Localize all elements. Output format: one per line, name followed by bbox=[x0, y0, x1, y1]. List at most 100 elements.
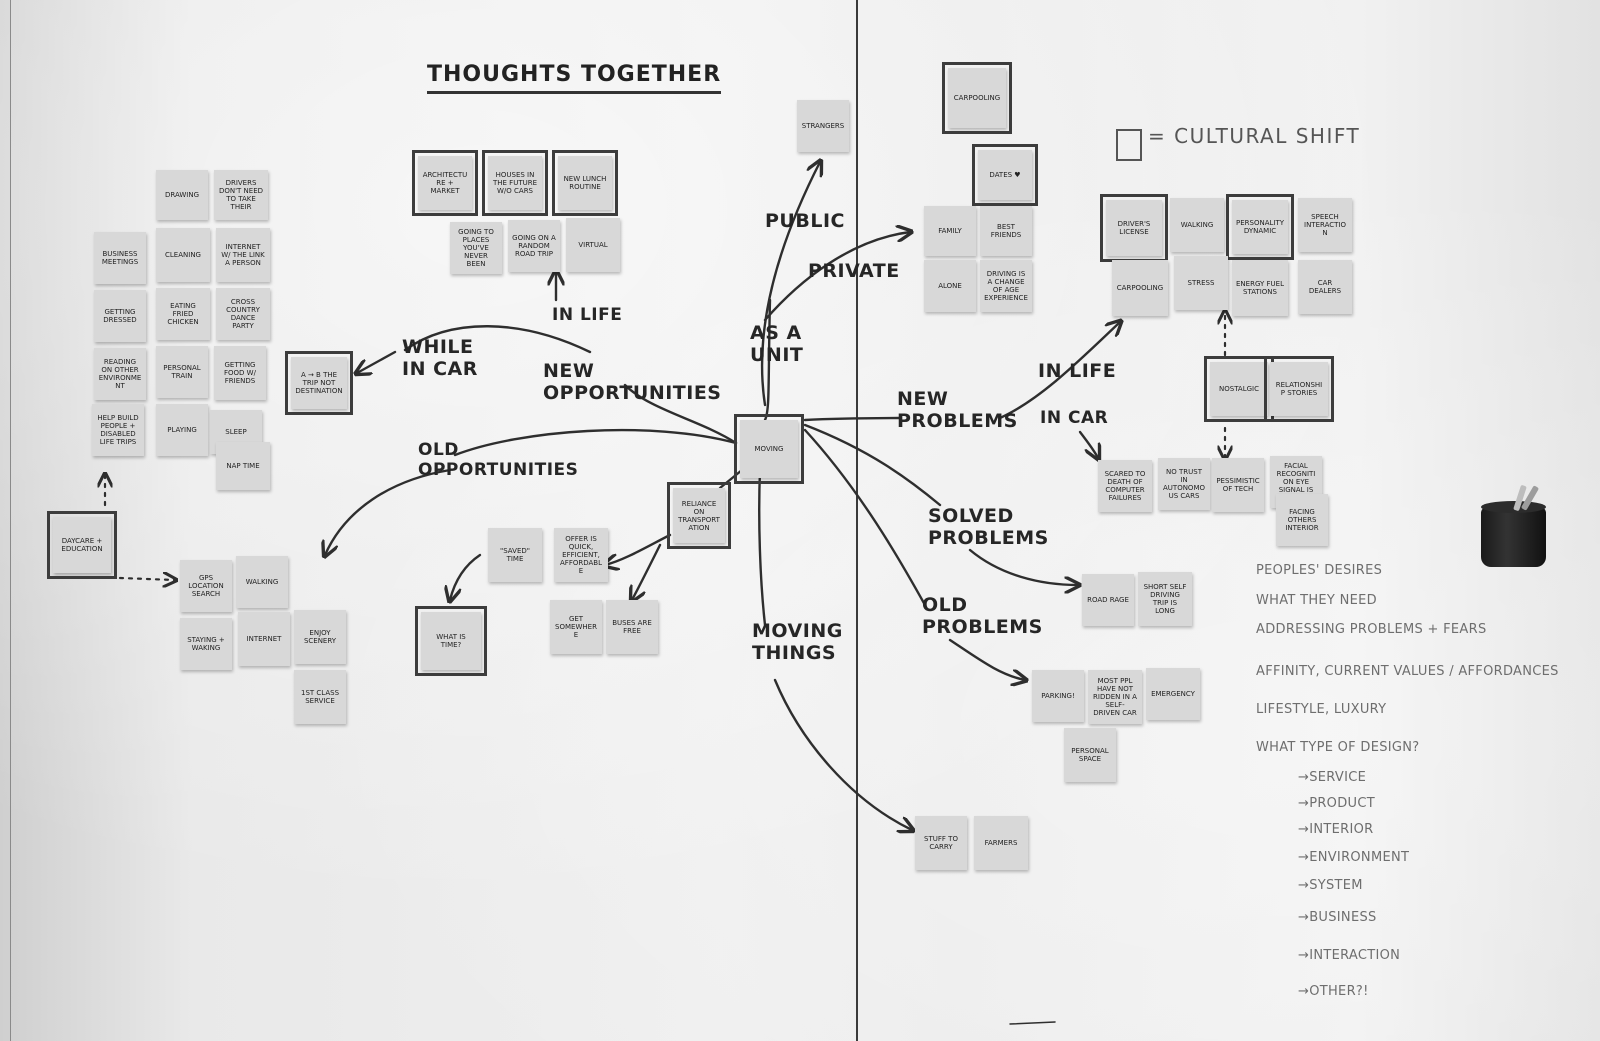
label-while-in-car: WHILE IN CAR bbox=[402, 336, 478, 380]
note-enjoy-scenery: ENJOY SCENERY bbox=[294, 610, 346, 664]
note-dates: DATES ♥ bbox=[972, 144, 1038, 206]
note-virtual: VIRTUAL bbox=[566, 218, 620, 272]
note-pessimistic: PESSIMISTIC OF TECH bbox=[1212, 458, 1264, 512]
note-nap-time: NAP TIME bbox=[216, 442, 270, 490]
note-personal-train: PERSONAL TRAIN bbox=[156, 346, 208, 398]
note-drivers-license: DRIVER'S LICENSE bbox=[1100, 194, 1168, 262]
note-alone: ALONE bbox=[924, 260, 976, 312]
board-seam bbox=[856, 0, 858, 1041]
note-staying: STAYING + WAKING bbox=[180, 618, 232, 670]
note-carpooling-2: CARPOOLING bbox=[1112, 260, 1168, 316]
note-emergency: EMERGENCY bbox=[1146, 668, 1200, 720]
label-in-life-right: IN LIFE bbox=[1038, 360, 1117, 382]
note-new-lunch: NEW LUNCH ROUTINE bbox=[552, 150, 618, 216]
note-farmers: FARMERS bbox=[974, 816, 1028, 870]
note-scared: SCARED TO DEATH OF COMPUTER FAILURES bbox=[1098, 460, 1152, 512]
arrow-to-in-life-right bbox=[998, 322, 1120, 420]
arrow-moving-things-to-stuff bbox=[773, 678, 912, 830]
note-a-to-b: A → B THE TRIP NOT DESTINATION bbox=[285, 351, 353, 415]
note-car-dealers: CAR DEALERS bbox=[1298, 260, 1352, 314]
note-carpooling: CARPOOLING bbox=[942, 62, 1012, 134]
pencil-dash bbox=[1009, 1021, 1056, 1025]
list-item-affinity: AFFINITY, CURRENT VALUES / AFFORDANCES bbox=[1256, 664, 1559, 679]
list-item-problems: ADDRESSING PROBLEMS + FEARS bbox=[1256, 622, 1487, 637]
label-as-a-unit: AS A UNIT bbox=[750, 322, 804, 366]
legend-box-icon bbox=[1116, 129, 1142, 161]
note-personality: PERSONALITY DYNAMIC bbox=[1226, 194, 1294, 260]
note-internet-link: INTERNET W/ THE LINK A PERSON bbox=[216, 228, 270, 282]
label-in-life-top: IN LIFE bbox=[552, 305, 623, 325]
arrow-to-in-car-right bbox=[1078, 430, 1098, 458]
note-parking: PARKING! bbox=[1032, 670, 1084, 722]
arrow-moving-to-old-opps bbox=[453, 428, 738, 457]
note-moving: MOVING bbox=[734, 414, 804, 484]
note-saved-time: "SAVED" TIME bbox=[488, 528, 542, 582]
arrow-old-opps-to-left-cluster bbox=[763, 298, 772, 422]
note-eating-chicken: EATING FRIED CHICKEN bbox=[156, 288, 210, 340]
note-daycare: DAYCARE + EDUCATION bbox=[47, 511, 117, 579]
note-road-rage: ROAD RAGE bbox=[1082, 574, 1134, 626]
arrow-to-private bbox=[763, 232, 910, 322]
note-quick: OFFER IS QUICK, EFFICIENT, AFFORDABLE bbox=[554, 528, 608, 582]
note-first-class: 1ST CLASS SERVICE bbox=[294, 670, 346, 724]
list-subitem-business: BUSINESS bbox=[1298, 910, 1377, 925]
note-strangers: STRANGERS bbox=[797, 100, 849, 152]
note-houses: HOUSES IN THE FUTURE W/O CARS bbox=[482, 150, 548, 216]
arrow-while-in-car-to-atob bbox=[357, 350, 397, 373]
note-internet: INTERNET bbox=[238, 612, 290, 666]
note-drawing: DRAWING bbox=[156, 170, 208, 220]
note-get-somewhere: GET SOMEWHERE bbox=[550, 600, 602, 654]
note-getting-food: GETTING FOOD W/ FRIENDS bbox=[214, 346, 266, 400]
note-help-build: HELP BUILD PEOPLE + DISABLED LIFE TRIPS bbox=[92, 404, 144, 456]
note-getting-dressed: GETTING DRESSED bbox=[94, 290, 146, 342]
arrow-to-public bbox=[760, 162, 820, 407]
note-walking-right: WALKING bbox=[1170, 198, 1224, 252]
board-edge-left bbox=[10, 0, 11, 1041]
note-reading: READING ON OTHER ENVIRONMENT bbox=[94, 348, 146, 400]
note-nostalgic: NOSTALGIC bbox=[1204, 356, 1274, 422]
note-speech: SPEECH INTERACTION bbox=[1298, 198, 1352, 252]
note-stuff-to-carry: STUFF TO CARRY bbox=[915, 816, 967, 870]
note-dance-party: CROSS COUNTRY DANCE PARTY bbox=[216, 288, 270, 340]
arrow-moving-to-old-problems bbox=[803, 428, 927, 607]
board-title: THOUGHTS TOGETHER bbox=[427, 62, 722, 94]
arrow-new-opps-to-while-in-car bbox=[403, 325, 592, 354]
note-stress: STRESS bbox=[1174, 256, 1228, 310]
note-relationships: RELATIONSHIP STORIES bbox=[1264, 356, 1334, 422]
label-moving-things: MOVING THINGS bbox=[752, 620, 843, 664]
list-item-design-type: WHAT TYPE OF DESIGN? bbox=[1256, 740, 1420, 755]
list-subitem-interaction: INTERACTION bbox=[1298, 948, 1400, 963]
label-old-opportunities: OLD OPPORTUNITIES bbox=[418, 440, 579, 480]
label-solved-problems: SOLVED PROBLEMS bbox=[928, 505, 1049, 549]
list-subitem-environment: ENVIRONMENT bbox=[1298, 850, 1409, 865]
arrow-from-moving-to-new-opps bbox=[623, 383, 738, 445]
label-old-problems: OLD PROBLEMS bbox=[922, 594, 1043, 638]
label-new-opportunities: NEW OPPORTUNITIES bbox=[543, 360, 722, 404]
list-subitem-product: PRODUCT bbox=[1298, 796, 1375, 811]
note-playing: PLAYING bbox=[156, 404, 208, 456]
arrow-moving-to-solved bbox=[803, 423, 942, 507]
list-subitem-system: SYSTEM bbox=[1298, 878, 1363, 893]
legend-text: = CULTURAL SHIFT bbox=[1148, 124, 1361, 148]
note-driving-age: DRIVING IS A CHANGE OF AGE EXPERIENCE bbox=[980, 260, 1032, 312]
note-walking-left: WALKING bbox=[236, 556, 288, 608]
arrow-saved-time-to-what-is-time bbox=[450, 553, 482, 600]
note-drivers-not-need: DRIVERS DON'T NEED TO TAKE THEIR bbox=[214, 170, 268, 220]
list-subitem-other: OTHER?! bbox=[1298, 984, 1369, 999]
note-road-trip: GOING ON A RANDOM ROAD TRIP bbox=[508, 220, 560, 272]
note-family: FAMILY bbox=[924, 206, 976, 256]
label-in-car-right: IN CAR bbox=[1040, 408, 1109, 428]
note-short-self: SHORT SELF DRIVING TRIP IS LONG bbox=[1138, 572, 1192, 626]
note-reliance: RELIANCE ON TRANSPORTATION bbox=[667, 482, 731, 549]
note-gps: GPS LOCATION SEARCH bbox=[180, 560, 232, 612]
note-best-friends: BEST FRIENDS bbox=[980, 206, 1032, 256]
note-facing-others: FACING OTHERS INTERIOR bbox=[1276, 494, 1328, 546]
label-new-problems: NEW PROBLEMS bbox=[897, 388, 1018, 432]
note-business-meetings: BUSINESS MEETINGS bbox=[94, 232, 146, 284]
arrow-old-opps-curve bbox=[325, 468, 452, 555]
note-going-places: GOING TO PLACES YOU'VE NEVER BEEN bbox=[450, 222, 502, 274]
list-item-desires: PEOPLES' DESIRES bbox=[1256, 563, 1383, 578]
arrow-old-problems-to-parking bbox=[948, 638, 1025, 680]
arrow-moving-to-moving-things bbox=[758, 468, 767, 627]
